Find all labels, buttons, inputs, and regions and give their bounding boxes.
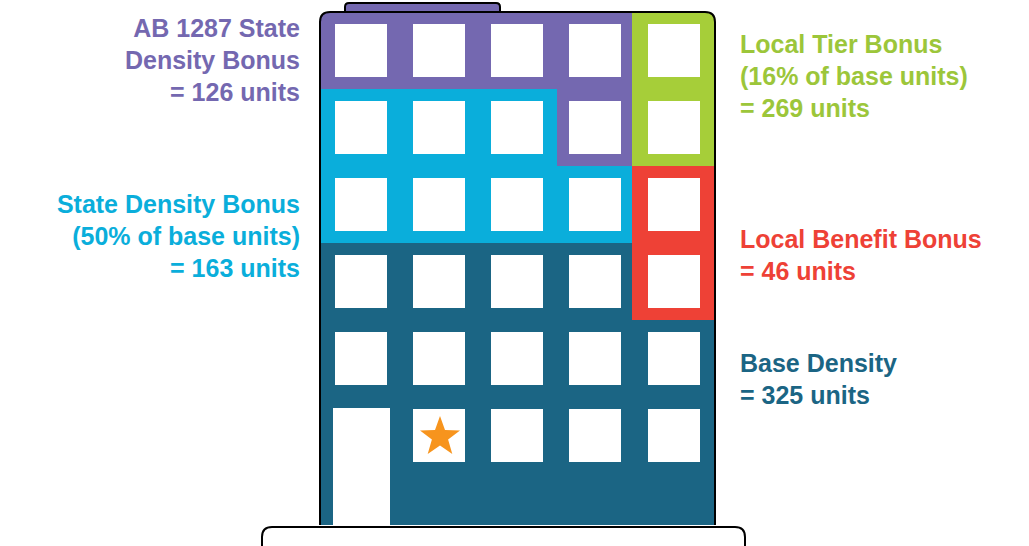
window: [335, 332, 387, 385]
label-line: (50% of base units): [57, 220, 300, 252]
label-line: = 325 units: [740, 379, 897, 411]
ground-base: [262, 527, 745, 546]
label-line: Local Benefit Bonus: [740, 223, 982, 255]
window: [569, 24, 621, 77]
door: [333, 408, 390, 525]
label-line: = 46 units: [740, 255, 982, 287]
window: [648, 255, 700, 308]
window: [569, 409, 621, 462]
label-line: AB 1287 State: [125, 12, 300, 44]
band-label: AB 1287 State Density Bonus = 126 units: [125, 12, 300, 108]
label-line: = 163 units: [57, 252, 300, 284]
window: [335, 24, 387, 77]
window: [491, 178, 543, 231]
label-line: (16% of base units): [740, 60, 968, 92]
label-line: Base Density: [740, 347, 897, 379]
base-density-band: [320, 243, 715, 525]
roof-cap: [345, 3, 500, 12]
window: [648, 332, 700, 385]
windows: [333, 24, 700, 525]
window: [335, 101, 387, 154]
window: [413, 101, 465, 154]
window: [413, 409, 465, 462]
label-line: = 126 units: [125, 76, 300, 108]
window: [413, 24, 465, 77]
window: [569, 101, 621, 154]
window: [491, 24, 543, 77]
band-label: State Density Bonus (50% of base units) …: [57, 188, 300, 284]
window: [413, 332, 465, 385]
label-line: Local Tier Bonus: [740, 28, 968, 60]
band-label: Local Benefit Bonus = 46 units: [740, 223, 982, 287]
window: [335, 255, 387, 308]
state-bonus-band: [320, 89, 632, 243]
window: [648, 178, 700, 231]
star-marker: [420, 416, 460, 454]
window: [569, 255, 621, 308]
label-line: = 269 units: [740, 92, 968, 124]
window: [569, 178, 621, 231]
band-label: Base Density = 325 units: [740, 347, 897, 411]
window: [335, 178, 387, 231]
window: [648, 101, 700, 154]
local-benefit-band: [632, 166, 715, 320]
local-tier-band: [632, 12, 715, 166]
building-outline: [320, 12, 715, 525]
window: [491, 409, 543, 462]
window: [413, 178, 465, 231]
window: [491, 332, 543, 385]
window: [648, 24, 700, 77]
window: [413, 255, 465, 308]
window: [648, 409, 700, 462]
window: [569, 332, 621, 385]
band-label: Local Tier Bonus (16% of base units) = 2…: [740, 28, 968, 124]
window: [491, 255, 543, 308]
label-line: State Density Bonus: [57, 188, 300, 220]
label-line: Density Bonus: [125, 44, 300, 76]
window: [491, 101, 543, 154]
